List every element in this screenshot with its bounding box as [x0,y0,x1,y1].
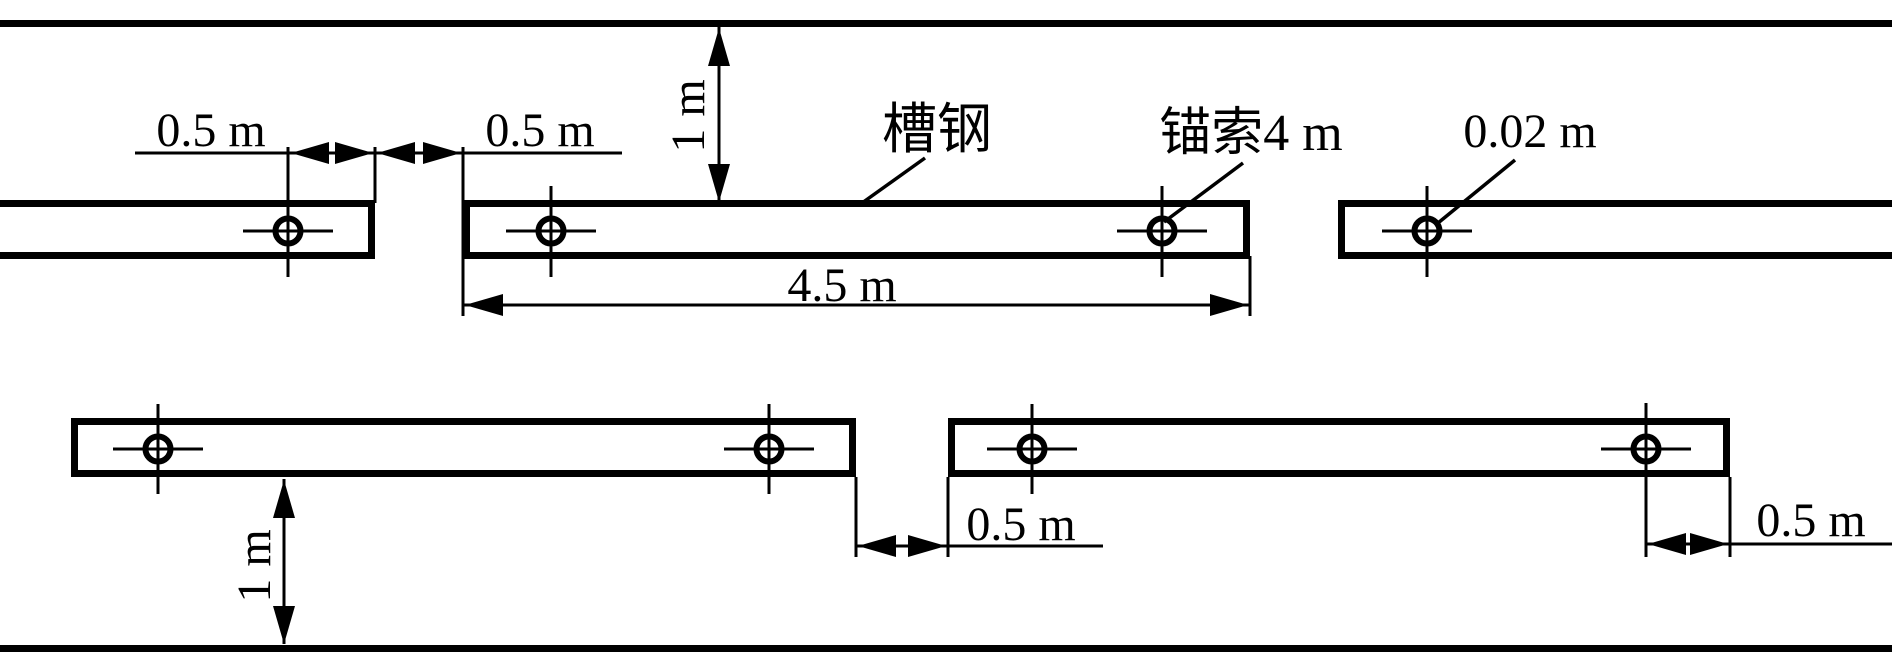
dim-label-bottom-gap: 0.5 m [966,498,1075,551]
anchor-hole [506,186,596,277]
arrowhead-left-icon [377,142,415,164]
channel-steel-bar-bottom-left [71,418,856,477]
channel-steel-bar-top-middle [463,200,1250,259]
arrowhead-right-icon [1210,294,1248,316]
dimension-bar-length: 4.5 m [463,256,1252,316]
arrowhead-left-icon [465,294,503,316]
anchor-hole [724,404,814,494]
arrowhead-left-icon [1648,533,1686,555]
dimension-bottom-gap: 0.5 m [854,477,1103,557]
leader-line [1162,161,1245,224]
channel-steel-bar-bottom-right [948,418,1730,477]
dim-label-bar-length: 4.5 m [787,259,896,312]
anchor-hole [113,404,203,494]
anchor-holes-top-row [243,147,1472,277]
dim-label-top-clearance: 1 m [662,79,715,152]
dim-label-bottom-right: 0.5 m [1756,494,1865,547]
arrowhead-right-icon [423,142,461,164]
callout-hole-diameter: 0.02 m [1436,105,1597,225]
anchor-hole [987,404,1077,494]
callout-channel-steel: 槽钢 [860,99,992,205]
leader-line [1436,158,1517,225]
anchor-hole [243,147,333,277]
anchor-cable-label: 锚索4 m [1159,105,1342,162]
arrowhead-right-icon [335,142,373,164]
channel-steel-label: 槽钢 [882,99,992,160]
arrowhead-down-icon [708,164,730,202]
anchor-hole [1601,403,1691,557]
dimension-bottom-right-hole-offset: 0.5 m [1646,477,1892,557]
dim-label-top-left: 0.5 m [156,104,265,157]
channel-steel-row-bottom [71,418,1730,477]
arrowhead-left-icon [291,142,329,164]
arrowhead-up-icon [708,28,730,66]
dim-label-bottom-clearance: 1 m [228,529,281,602]
channel-steel-bar-top-left [0,200,375,259]
dimension-bottom-clearance: 1 m [228,479,295,644]
arrowhead-down-icon [273,606,295,644]
anchor-hole [1117,186,1207,277]
hole-diameter-label: 0.02 m [1463,105,1596,158]
dimension-top-gap: 0.5 m [377,104,595,164]
dim-label-top-gap: 0.5 m [485,104,594,157]
callout-anchor-cable: 锚索4 m [1159,105,1343,224]
dimension-top-clearance: 1 m [662,27,730,202]
anchor-hole [1382,186,1472,277]
arrowhead-right-icon [908,535,946,557]
arrowhead-up-icon [273,480,295,518]
anchor-holes-bottom-row [113,403,1691,557]
leader-line [860,156,927,205]
dimension-top-left-hole-offset: 0.5 m [135,104,622,316]
arrowhead-left-icon [858,535,896,557]
arrowhead-right-icon [1690,533,1728,555]
